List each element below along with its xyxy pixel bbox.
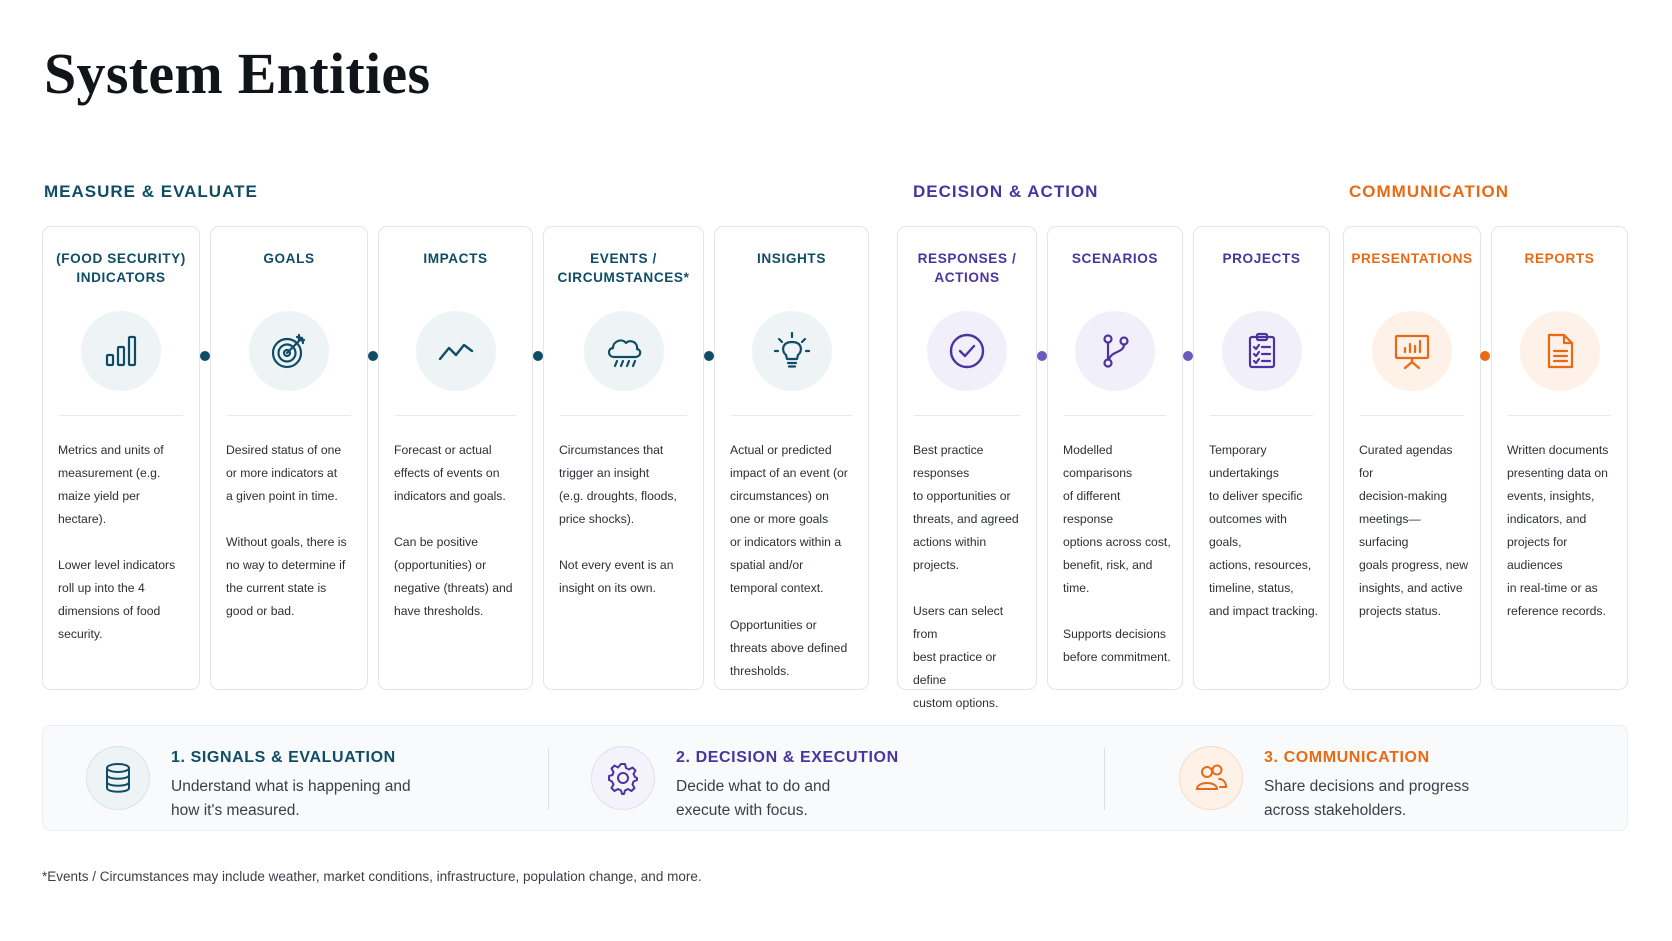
summary-bar: 1. SIGNALS & EVALUATION Understand what … bbox=[42, 725, 1628, 831]
trend-line-icon bbox=[415, 311, 496, 391]
card-title: GOALS bbox=[263, 251, 315, 266]
card-divider bbox=[914, 415, 1020, 416]
card-divider bbox=[1360, 415, 1464, 416]
connector-dot bbox=[368, 351, 378, 361]
presentation-board-icon bbox=[1372, 311, 1452, 391]
connector-dot bbox=[533, 351, 543, 361]
connector-dot bbox=[1183, 351, 1193, 361]
card-title: SCENARIOS bbox=[1071, 251, 1159, 266]
document-icon bbox=[1519, 311, 1600, 391]
connector-dot bbox=[200, 351, 210, 361]
card-title: REPORTS bbox=[1524, 251, 1595, 266]
group-label-communication: COMMUNICATION bbox=[1349, 182, 1509, 201]
card-divider bbox=[395, 415, 516, 416]
lightbulb-icon bbox=[751, 311, 832, 391]
card-divider bbox=[1210, 415, 1313, 416]
branch-icon bbox=[1075, 311, 1155, 391]
summary-title: 1. SIGNALS & EVALUATION bbox=[171, 749, 396, 766]
users-icon bbox=[1179, 746, 1243, 810]
footnote: *Events / Circumstances may include weat… bbox=[42, 869, 702, 884]
summary-text: Share decisions and progress across stak… bbox=[1264, 778, 1470, 819]
card-divider bbox=[227, 415, 351, 416]
card-title: (FOOD SECURITY) INDICATORS bbox=[56, 251, 186, 285]
summary-title: 3. COMMUNICATION bbox=[1264, 749, 1430, 766]
gear-icon bbox=[591, 746, 655, 810]
connector-dot bbox=[1037, 351, 1047, 361]
page-title: System Entities bbox=[44, 41, 431, 106]
database-icon bbox=[86, 746, 150, 810]
card-divider bbox=[59, 415, 183, 416]
card-divider bbox=[1064, 415, 1166, 416]
bar-chart-icon bbox=[81, 311, 161, 391]
check-circle-icon bbox=[927, 311, 1007, 391]
summary-signals: 1. SIGNALS & EVALUATION Understand what … bbox=[43, 726, 548, 832]
divider bbox=[548, 748, 549, 810]
card-divider bbox=[560, 415, 687, 416]
connector-dot bbox=[1480, 351, 1490, 361]
group-label-measure: MEASURE & EVALUATE bbox=[44, 182, 258, 201]
card-divider bbox=[1508, 415, 1611, 416]
summary-title: 2. DECISION & EXECUTION bbox=[676, 749, 899, 766]
card-title: INSIGHTS bbox=[757, 251, 826, 266]
card-title: EVENTS / CIRCUMSTANCES* bbox=[557, 251, 690, 285]
summary-decision: 2. DECISION & EXECUTION Decide what to d… bbox=[548, 726, 1073, 832]
card-title: IMPACTS bbox=[423, 251, 488, 266]
clipboard-checklist-icon bbox=[1221, 311, 1302, 391]
connector-dot bbox=[704, 351, 714, 361]
summary-text: Understand what is happening and how it'… bbox=[171, 778, 411, 819]
group-label-decision: DECISION & ACTION bbox=[913, 182, 1099, 201]
card-divider bbox=[731, 415, 852, 416]
card-title: RESPONSES / ACTIONS bbox=[917, 251, 1017, 285]
target-icon bbox=[249, 311, 329, 391]
divider bbox=[1104, 748, 1105, 810]
summary-text: Decide what to do and execute with focus… bbox=[676, 778, 831, 819]
rain-cloud-icon bbox=[583, 311, 664, 391]
summary-communication: 3. COMMUNICATION Share decisions and pro… bbox=[1104, 726, 1629, 832]
card-title: PRESENTATIONS bbox=[1351, 251, 1473, 266]
entity-card-responses: RESPONSES / ACTIONS Best practice respon… bbox=[897, 226, 1037, 710]
entity-card-indicators: (FOOD SECURITY) INDICATORS Metrics and u… bbox=[42, 226, 200, 690]
entity-card-events: EVENTS / CIRCUMSTANCES* Circumstances th… bbox=[543, 226, 704, 690]
card-title: PROJECTS bbox=[1222, 251, 1301, 266]
